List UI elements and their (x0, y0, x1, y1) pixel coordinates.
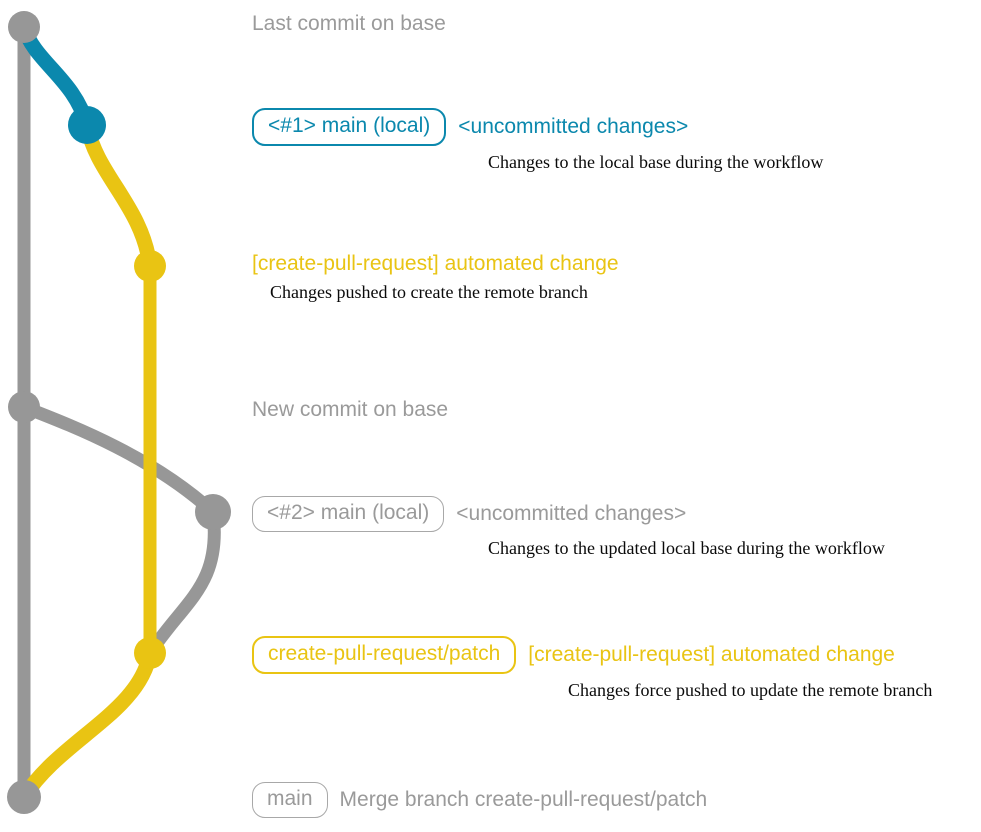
base-to-local2-line (17, 400, 220, 519)
branch-pill-main-local-2[interactable]: <#2> main (local) (252, 496, 445, 532)
commit-note: Changes to the local base during the wor… (488, 152, 824, 172)
merge-commit-node[interactable] (7, 780, 41, 814)
commit-subject: Merge branch create-pull-request/patch (339, 788, 708, 811)
remote-commit-1-node[interactable] (134, 250, 166, 282)
row-new-commit-on-base: New commit on base (252, 398, 448, 422)
row-header: main Merge branch create-pull-request/pa… (252, 782, 707, 818)
commit-subject: Last commit on base (252, 12, 446, 35)
row-merge-commit: main Merge branch create-pull-request/pa… (252, 782, 707, 818)
commit-note: Changes to the updated local base during… (488, 538, 885, 558)
commit-subject: New commit on base (252, 398, 449, 421)
new-commit-on-base-node[interactable] (8, 391, 40, 423)
local1-to-remote1-line (79, 117, 158, 274)
row-local-change-2: <#2> main (local) <uncommitted changes> … (252, 496, 885, 559)
commit-subject: [create-pull-request] automated change (528, 643, 895, 666)
row-remote-force-push: create-pull-request/patch [create-pull-r… (252, 636, 932, 701)
row-local-change-1: <#1> main (local) <uncommitted changes> … (252, 108, 823, 173)
row-last-commit-on-base: Last commit on base (252, 12, 446, 36)
row-header: <#2> main (local) <uncommitted changes> (252, 496, 885, 532)
branch-pill-main-local-1[interactable]: <#1> main (local) (252, 108, 447, 146)
commit-subject: [create-pull-request] automated change (252, 252, 619, 275)
row-remote-push-1: [create-pull-request] automated change C… (252, 252, 619, 303)
commit-graph-svg (7, 11, 231, 814)
commit-graph (0, 0, 260, 827)
local2-to-remote2-line (143, 505, 221, 660)
commit-subject: <uncommitted changes> (458, 115, 689, 138)
remote2-to-merge-line (16, 645, 158, 805)
local-commit-1-node[interactable] (68, 106, 106, 144)
branch-pill-main[interactable]: main (252, 782, 328, 818)
row-header: create-pull-request/patch [create-pull-r… (252, 636, 932, 674)
commit-note: Changes force pushed to update the remot… (568, 680, 933, 700)
commit-note: Changes pushed to create the remote bran… (270, 282, 588, 302)
commit-subject: <uncommitted changes> (456, 502, 687, 525)
local-commit-2-node[interactable] (195, 494, 231, 530)
last-commit-on-base-node[interactable] (8, 11, 40, 43)
row-header: <#1> main (local) <uncommitted changes> (252, 108, 823, 146)
branch-pill-create-pull-request-patch[interactable]: create-pull-request/patch (252, 636, 517, 674)
remote-commit-2-node[interactable] (134, 637, 166, 669)
